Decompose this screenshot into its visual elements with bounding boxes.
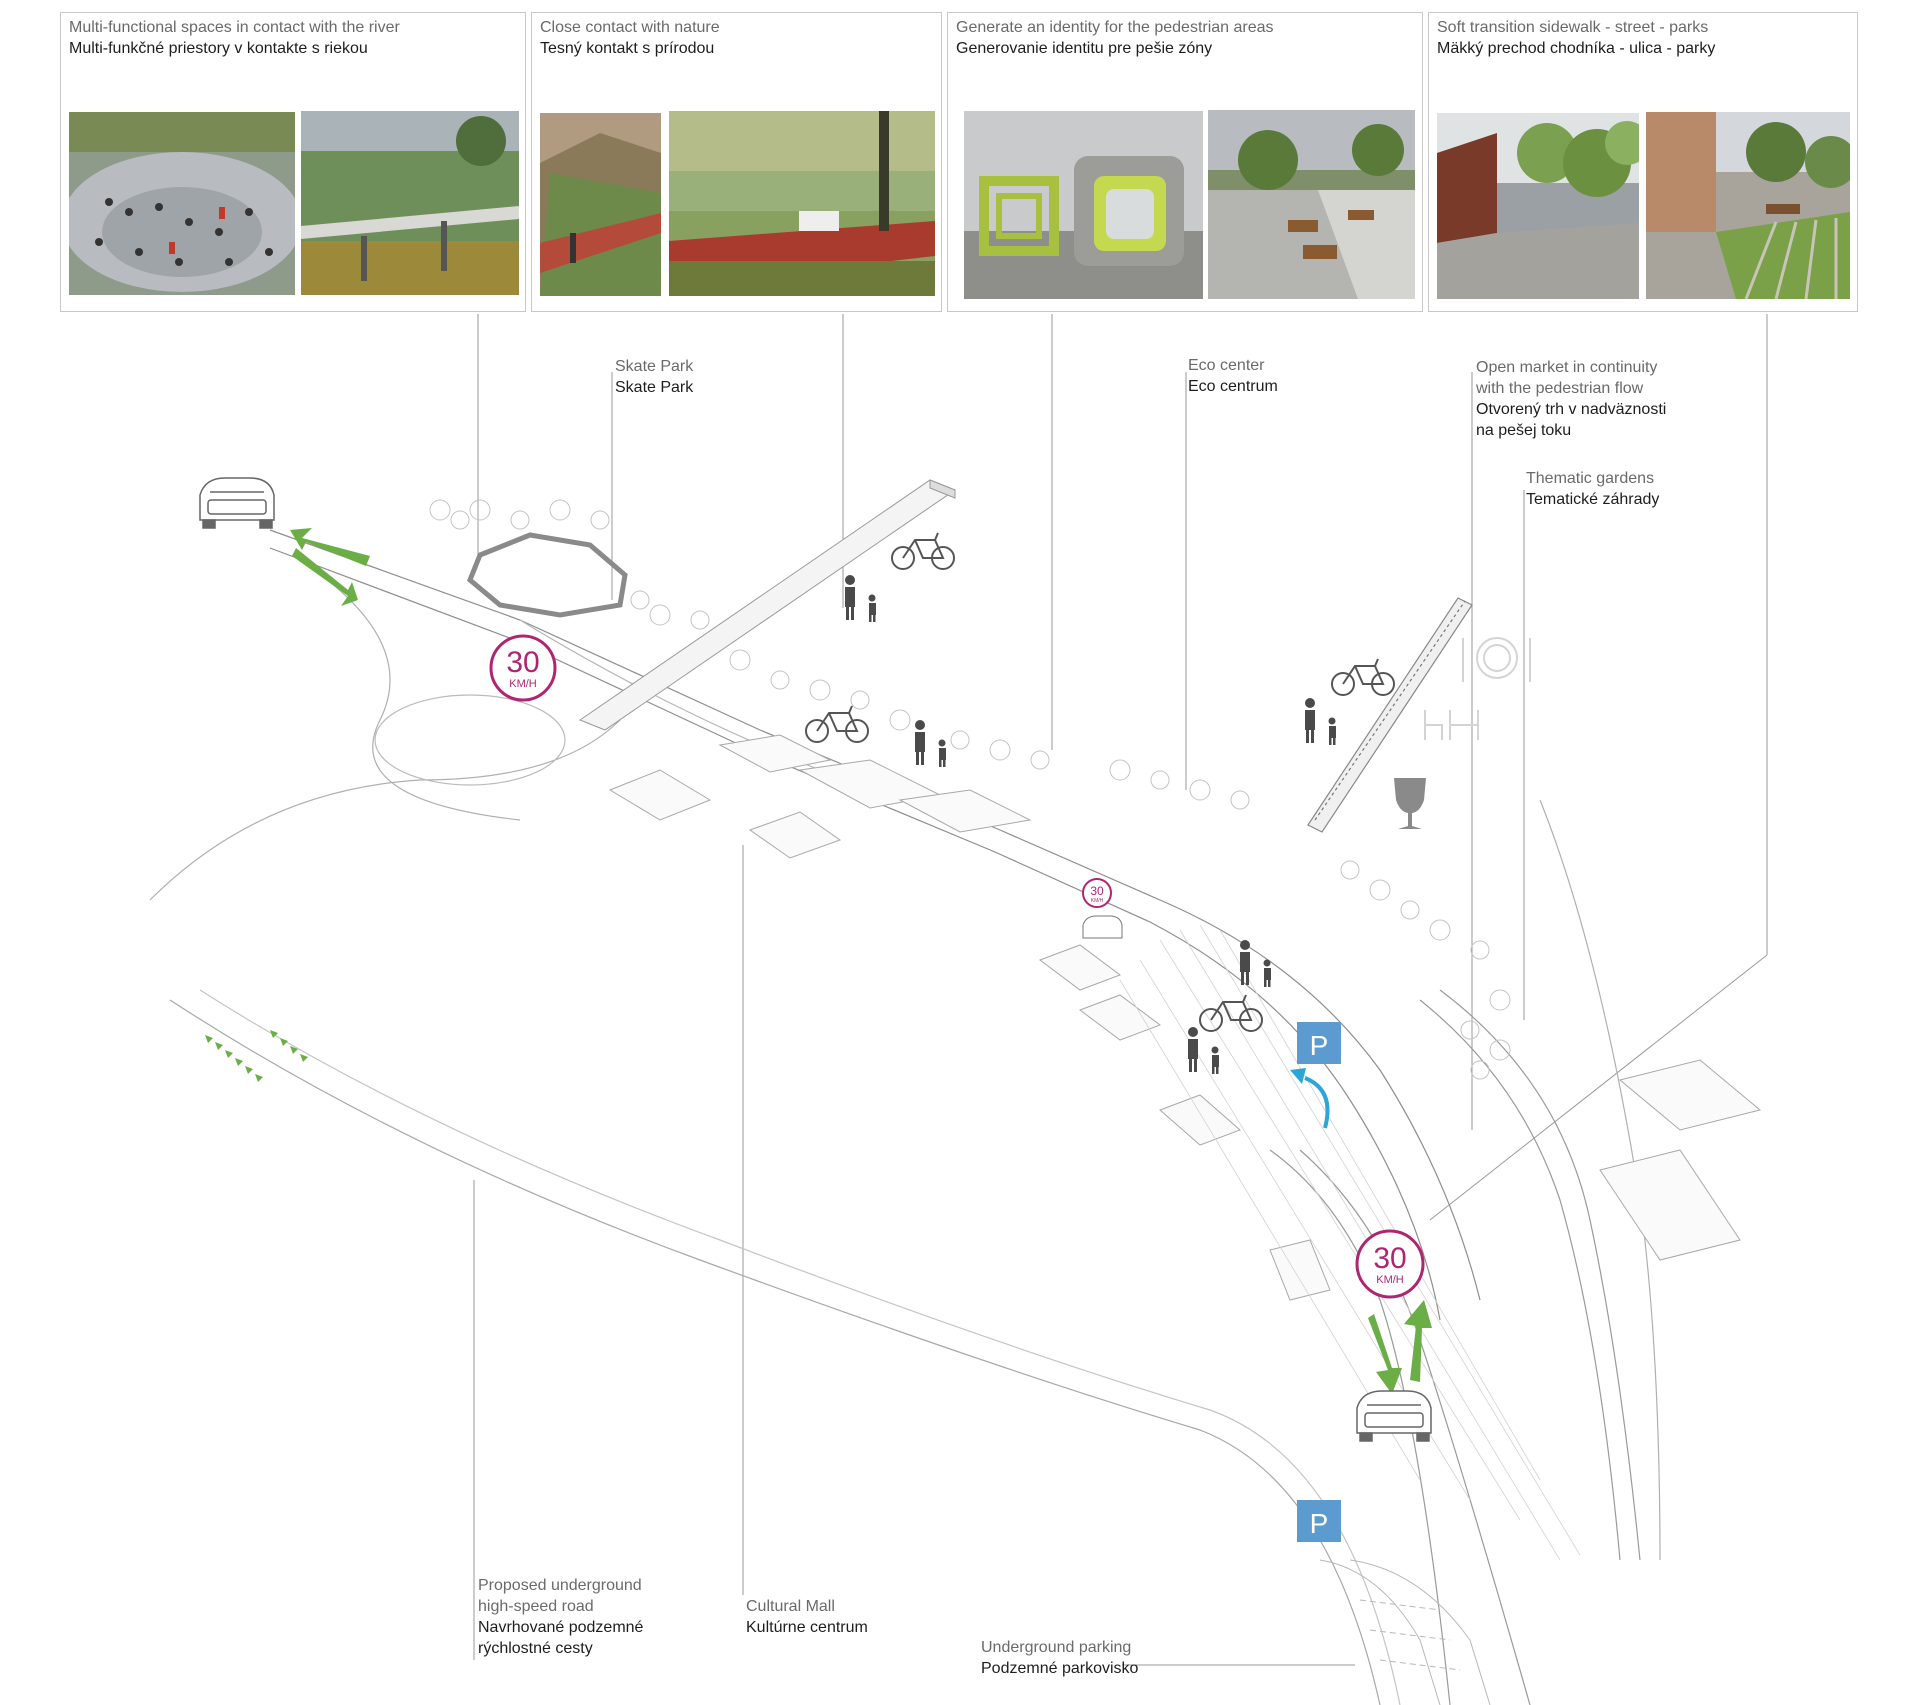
skate-park [467,532,628,618]
svg-text:KM/H: KM/H [509,678,537,690]
label-sk: na pešej toku [1476,422,1572,439]
lane-arrows-small [205,1030,308,1082]
label-en: with the pedestrian flow [1476,380,1644,397]
photo-identity-pavilion [964,111,1203,299]
panel-title-sk: Tesný kontakt s prírodou [540,40,715,57]
label-sk: Navrhované podzemné [478,1619,644,1636]
label-sk: Kultúrne centrum [746,1619,868,1636]
bicycle-icon [1331,658,1395,696]
photo-transition-street [1437,113,1639,299]
parking-sign-icon: P [1297,1500,1341,1542]
svg-text:30: 30 [1373,1242,1406,1275]
label-skate-park: Skate Park Skate Park [615,356,693,398]
traffic-arrow-icon [290,528,1432,1394]
building-block [608,734,1762,1301]
car-icon [1082,915,1123,939]
panel-title-en: Soft transition sidewalk - street - park… [1437,19,1709,36]
svg-text:P: P [1310,1508,1329,1539]
label-cultural-mall: Cultural Mall Kultúrne centrum [746,1596,868,1638]
bicycle-icon [891,532,955,570]
label-sk: Podzemné parkovisko [981,1660,1139,1677]
parking-sign-icon: P [1297,1022,1341,1064]
speed-limit-icon: 30 KM/H [1082,878,1112,908]
label-en: Underground parking [981,1639,1132,1656]
label-en: Proposed underground [478,1577,642,1594]
turn-arrowhead [1290,1068,1306,1084]
panel-transition: Soft transition sidewalk - street - park… [1428,12,1858,312]
panel-river: Multi-functional spaces in contact with … [60,12,526,312]
svg-text:P: P [1310,1030,1329,1061]
panel-title-sk: Mäkký prechod chodníka - ulica - parky [1437,40,1716,57]
label-open-market: Open market in continuity with the pedes… [1476,357,1666,441]
panel-identity: Generate an identity for the pedestrian … [947,12,1423,312]
speed-limit-icon: 30 KM/H [1355,1229,1425,1299]
main-road-edge [269,529,1481,1301]
panel-title-en: Multi-functional spaces in contact with … [69,19,400,36]
svg-text:KM/H: KM/H [1091,898,1104,904]
label-sk: Otvorený trh v nadväznosti [1476,401,1667,418]
photo-nature-grass [669,111,935,296]
svg-text:30: 30 [1090,884,1104,898]
label-sk: Tematické záhrady [1526,491,1660,508]
label-en: Thematic gardens [1526,470,1655,487]
label-sk: rýchlostné cesty [478,1640,593,1657]
tree-cluster [429,499,1511,1080]
label-en: Open market in continuity [1476,359,1658,376]
main-road-edge [269,547,1441,1321]
label-sk: Eco centrum [1188,378,1278,395]
cutlery-icon [1462,637,1531,682]
plaza-hatch [1119,924,1581,1561]
photo-river-bridge [301,111,519,295]
label-en: Cultural Mall [746,1598,835,1615]
label-sk: Skate Park [615,379,694,396]
panel-title-en: Close contact with nature [540,19,720,36]
label-en: Eco center [1188,357,1265,374]
label-underground-road: Proposed underground high-speed road Nav… [478,1575,643,1659]
elevated-walkway [578,479,957,731]
svg-text:30: 30 [506,646,539,679]
pedestrian-icon [1188,1027,1219,1074]
panel-nature: Close contact with nature Tesný kontakt … [531,12,942,312]
leader-line [1429,954,1768,1221]
wine-glass-icon [1394,778,1426,829]
panel-title-en: Generate an identity for the pedestrian … [956,19,1274,36]
panel-title-sk: Multi-funkčné priestory v kontakte s rie… [69,40,368,57]
bicycle-icon [805,705,869,743]
bicycle-icon [1199,994,1263,1032]
panel-title-sk: Generovanie identitu pre pešie zóny [956,40,1213,57]
pedestrian-icon [1305,698,1336,745]
pedestrian-icon [1240,940,1271,987]
pedestrian-icon [845,575,876,622]
table-icon [1424,710,1479,740]
speed-limit-icon: 30 KM/H [489,634,557,702]
turn-arrow-icon [1304,1076,1330,1129]
pedestrian-icon [915,720,946,767]
car-icon [199,477,275,529]
label-en: high-speed road [478,1598,594,1615]
parking-layout [1319,1559,1491,1705]
svg-text:KM/H: KM/H [1376,1274,1404,1286]
car-icon [1356,1390,1432,1442]
label-thematic-gardens: Thematic gardens Tematické záhrady [1526,468,1659,510]
label-underground-parking: Underground parking Podzemné parkovisko [981,1637,1138,1679]
label-en: Skate Park [615,358,694,375]
eco-pier [1307,597,1473,833]
photo-transition-park [1646,112,1850,299]
label-eco-center: Eco center Eco centrum [1188,355,1278,397]
photo-nature-path [540,113,661,296]
photo-identity-plaza [1208,110,1415,299]
photo-river-amphitheatre [69,112,295,295]
